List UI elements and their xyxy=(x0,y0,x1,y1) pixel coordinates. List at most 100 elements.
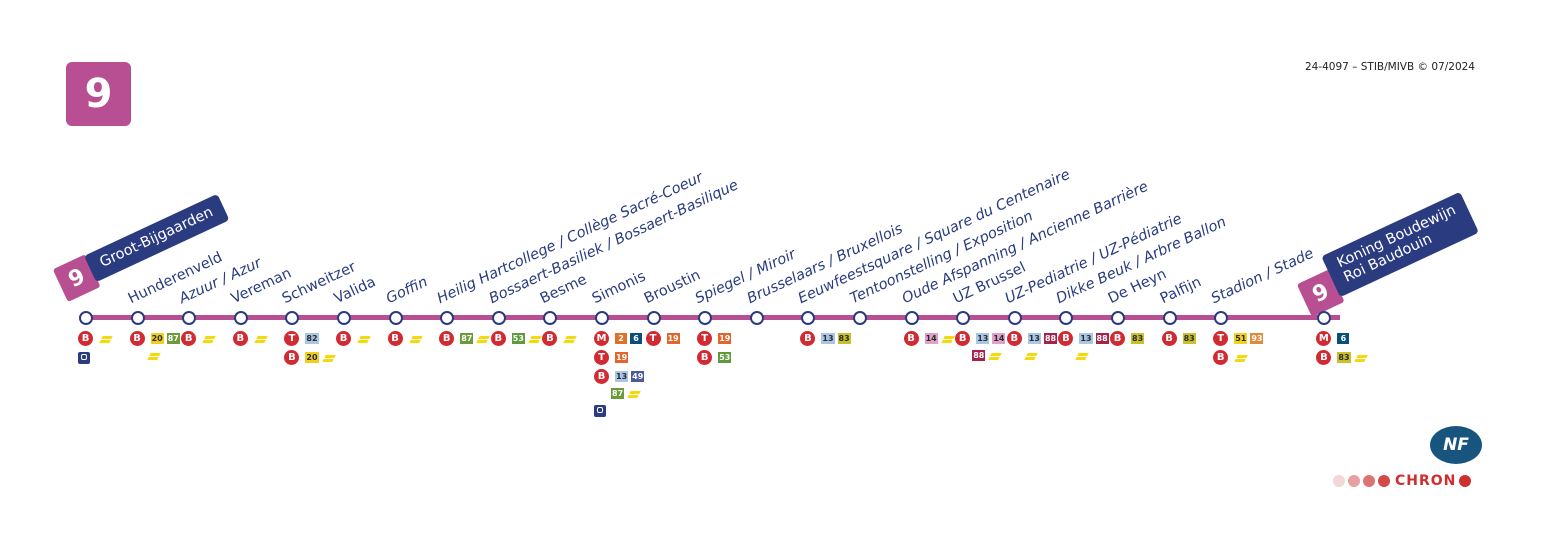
connection-row: B xyxy=(232,329,268,348)
map-code: 24-4097 – STIB/MIVB © 07/2024 xyxy=(1304,61,1475,73)
line-badge-53: 53 xyxy=(511,333,525,344)
station-stop[interactable] xyxy=(337,311,351,325)
station-stop[interactable] xyxy=(1111,311,1125,325)
de-lijn-icon xyxy=(1234,353,1248,363)
station-stop[interactable] xyxy=(233,311,248,325)
line-badge-19: 19 xyxy=(666,333,680,344)
station-stop[interactable] xyxy=(285,311,300,325)
station-stop[interactable] xyxy=(801,311,816,325)
station-stop[interactable] xyxy=(388,311,403,325)
de-lijn-icon xyxy=(476,334,490,344)
station-stop[interactable] xyxy=(956,311,971,325)
connection-row: T 82 xyxy=(284,329,335,348)
bus-icon: B xyxy=(955,331,971,346)
bus-icon: B xyxy=(1213,350,1229,365)
de-lijn-icon xyxy=(99,334,113,344)
station-stop[interactable] xyxy=(1059,311,1074,325)
line-badge-6: 6 xyxy=(630,333,642,344)
tram-icon: T xyxy=(284,331,300,346)
station-stop[interactable] xyxy=(698,311,713,325)
train-icon xyxy=(78,351,90,364)
station-stop[interactable] xyxy=(1214,311,1229,325)
connection-row: B xyxy=(181,329,216,348)
station-stop[interactable] xyxy=(595,311,609,325)
bus-icon: B xyxy=(387,331,403,346)
station-stop[interactable] xyxy=(1007,311,1022,325)
connection-row: B xyxy=(387,329,423,348)
tram-icon: T xyxy=(645,331,661,346)
line-badge-83: 83 xyxy=(1182,333,1196,344)
line-badge-13: 13 xyxy=(1027,333,1041,344)
station-stop[interactable] xyxy=(1162,311,1177,325)
de-lijn-icon xyxy=(147,351,161,361)
de-lijn-icon xyxy=(941,334,955,344)
line-badge-20: 20 xyxy=(305,352,319,363)
station-stop[interactable] xyxy=(491,311,506,325)
de-lijn-icon xyxy=(409,334,423,344)
station-stop[interactable] xyxy=(904,311,919,325)
tram-icon: T xyxy=(1213,331,1229,346)
station-name[interactable]: Broustin xyxy=(641,267,703,308)
de-lijn-icon xyxy=(1354,353,1368,363)
line-badge-49: 49 xyxy=(631,371,645,382)
line-badge-87: 87 xyxy=(611,388,625,399)
line-badge-19: 19 xyxy=(615,352,629,363)
bus-icon: B xyxy=(903,331,919,346)
station-name[interactable]: Simonis xyxy=(589,268,649,308)
line-badge-14: 14 xyxy=(992,333,1006,344)
terminus-name: Koning Boudewijn Roi Baudouin xyxy=(1321,191,1480,298)
station-stop[interactable] xyxy=(1317,311,1332,325)
station-stop[interactable] xyxy=(646,311,661,325)
de-lijn-icon xyxy=(627,389,641,399)
station-stop[interactable] xyxy=(440,311,455,325)
connection-row: B xyxy=(1213,348,1263,367)
station-name[interactable]: Goffin xyxy=(383,274,430,308)
de-lijn-icon xyxy=(357,334,371,344)
line-badge-87: 87 xyxy=(460,333,474,344)
station-stop[interactable] xyxy=(130,311,145,325)
station-stop[interactable] xyxy=(853,311,867,325)
nf-service-logo: NF xyxy=(1430,426,1482,464)
connection-row: B 14 xyxy=(903,329,955,348)
bus-icon: B xyxy=(78,331,93,346)
station-connections: B xyxy=(78,329,113,367)
station-connections: B xyxy=(181,329,216,348)
station-connections: B xyxy=(387,329,423,348)
line-badge-93: 93 xyxy=(1250,333,1264,344)
line-badge-82: 82 xyxy=(305,333,319,344)
tram-icon: T xyxy=(697,331,713,346)
station-stop[interactable] xyxy=(79,311,93,325)
line-badge-14: 14 xyxy=(924,333,938,344)
line-badge-20: 20 xyxy=(150,333,164,344)
station-stop[interactable] xyxy=(543,311,558,325)
bus-icon: B xyxy=(1058,331,1074,346)
line-badge-6: 6 xyxy=(1337,333,1350,344)
station-connections: B xyxy=(232,329,268,348)
station-stop[interactable] xyxy=(182,311,197,325)
station-stop[interactable] xyxy=(749,311,764,325)
bus-icon: B xyxy=(129,331,145,346)
line-badge-87: 87 xyxy=(166,333,180,344)
de-lijn-icon xyxy=(528,334,542,344)
connection-row xyxy=(78,348,113,367)
line-badge-13: 13 xyxy=(976,333,990,344)
bus-icon: B xyxy=(181,331,197,346)
connection-row: 87 xyxy=(594,386,644,401)
bus-icon: B xyxy=(697,350,713,365)
metro-icon: M xyxy=(1316,331,1332,346)
